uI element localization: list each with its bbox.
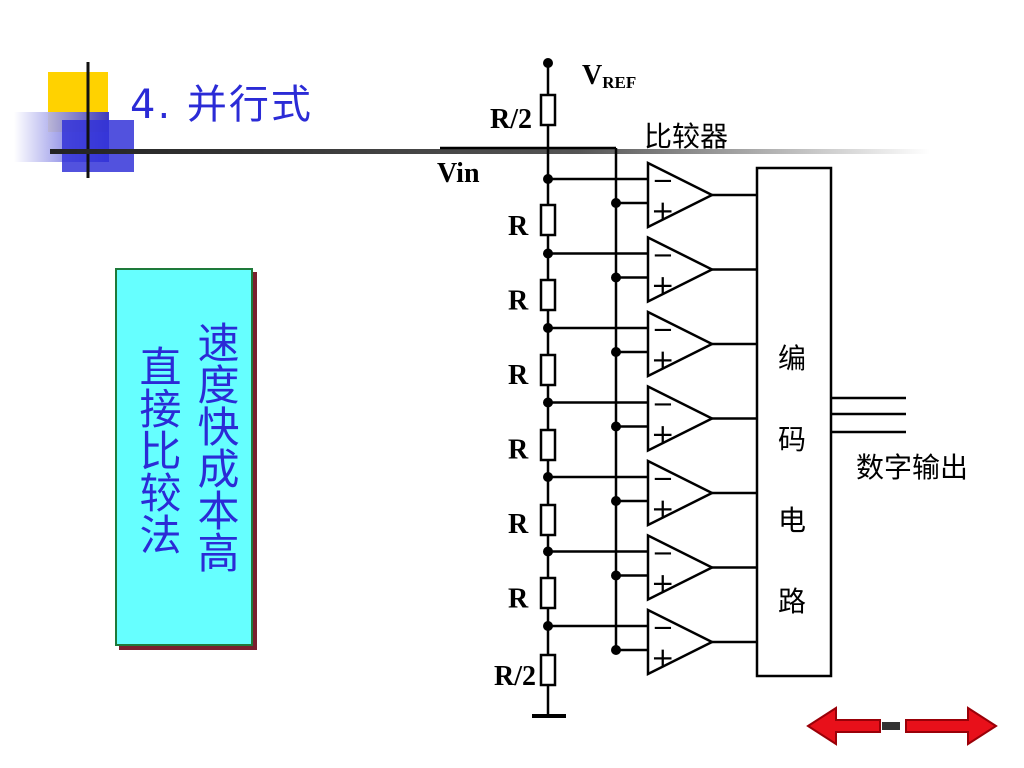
- method-box: [115, 268, 253, 646]
- comparator-symbol: [646, 160, 715, 230]
- minus-sign: −: [652, 390, 674, 420]
- minus-sign: −: [652, 464, 674, 494]
- r-label: R: [508, 435, 529, 466]
- comparator-symbol: [646, 458, 715, 528]
- plus-sign: +: [651, 492, 674, 525]
- plus-sign: +: [651, 343, 674, 376]
- method-feature: 速度快成本高: [191, 321, 240, 573]
- plus-sign: +: [651, 641, 674, 674]
- encoder-box: [755, 166, 833, 678]
- vref-sub: REF: [602, 73, 636, 92]
- plus-sign: +: [651, 194, 674, 227]
- page-title: 4. 并行式: [130, 82, 313, 128]
- vin-label: Vin: [437, 158, 480, 189]
- output-label: 数字输出: [856, 451, 968, 484]
- deco-blue-square: [62, 120, 134, 172]
- r-label: R: [508, 509, 529, 540]
- comparator-symbol: [646, 607, 715, 677]
- r-label: R: [508, 211, 529, 242]
- r-label: R: [508, 584, 529, 615]
- arrow-left-icon[interactable]: [806, 706, 881, 746]
- encoder-char: 电: [778, 504, 806, 537]
- minus-sign: −: [652, 315, 674, 345]
- comparator-symbol: [646, 533, 715, 602]
- r-half-bottom-label: R/2: [494, 661, 536, 692]
- comparator-label: 比较器: [644, 120, 728, 153]
- r-label: R: [508, 360, 529, 391]
- comparator-symbol: [646, 309, 715, 379]
- r-half-top-label: R/2: [490, 104, 532, 135]
- plus-sign: +: [651, 567, 674, 600]
- nav-separator: [882, 722, 900, 730]
- r-label: R: [508, 286, 529, 317]
- plus-sign: +: [651, 418, 674, 451]
- comparator-symbol: [646, 384, 715, 453]
- encoder-char: 编: [778, 342, 806, 375]
- encoder-char: 路: [778, 585, 806, 618]
- title-rule: [50, 149, 930, 154]
- plus-sign: +: [651, 269, 674, 302]
- minus-sign: −: [652, 539, 674, 569]
- minus-sign: −: [652, 166, 674, 196]
- arrow-right-icon[interactable]: [905, 706, 998, 746]
- minus-sign: −: [652, 613, 674, 643]
- comparator-symbol: [646, 235, 715, 304]
- vref-label: VREF: [582, 60, 636, 92]
- vref-main: V: [582, 60, 602, 91]
- encoder-char: 码: [778, 423, 806, 456]
- method-name: 直接比较法: [133, 345, 182, 555]
- minus-sign: −: [652, 241, 674, 271]
